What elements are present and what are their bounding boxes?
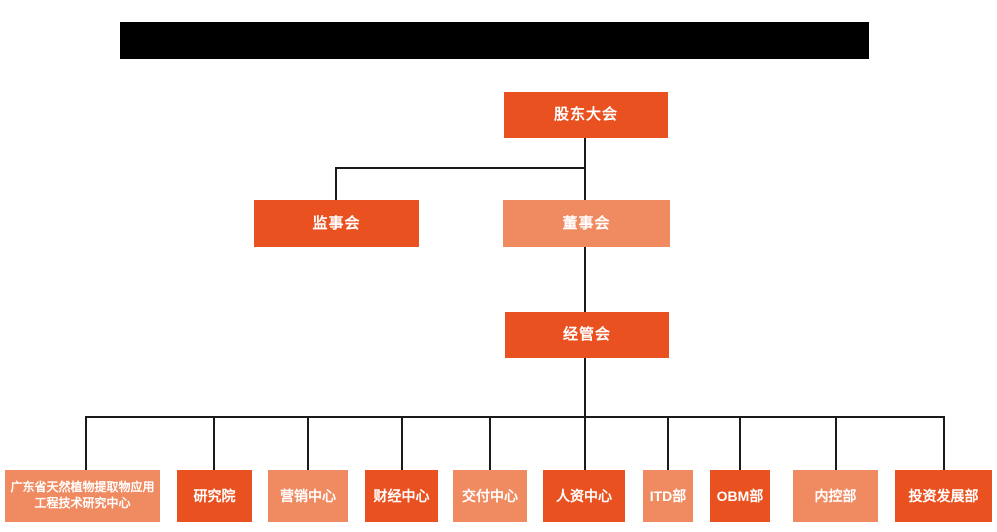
title-redacted-bar — [120, 22, 869, 59]
connector-line — [943, 416, 945, 470]
node-supervisory-board: 监事会 — [254, 200, 419, 247]
node-department-research-center: 广东省天然植物提取物应用工程技术研究中心 — [5, 470, 160, 522]
node-management-committee: 经管会 — [505, 312, 669, 358]
node-department-obm: OBM部 — [710, 470, 770, 522]
connector-line — [401, 416, 403, 470]
connector-line — [584, 138, 586, 169]
connector-line — [667, 416, 669, 470]
node-department-internal-control: 内控部 — [793, 470, 878, 522]
connector-line — [85, 416, 945, 418]
connector-line — [85, 416, 87, 470]
connector-line — [335, 167, 337, 200]
node-department-investment-development: 投资发展部 — [895, 470, 992, 522]
connector-line — [584, 167, 586, 200]
connector-line — [584, 247, 586, 312]
node-department-research-institute: 研究院 — [177, 470, 252, 522]
connector-line — [213, 416, 215, 470]
node-department-marketing-center: 营销中心 — [268, 470, 348, 522]
connector-line — [584, 358, 586, 417]
node-department-itd: ITD部 — [643, 470, 693, 522]
connector-line — [584, 416, 586, 470]
connector-line — [489, 416, 491, 470]
connector-line — [835, 416, 837, 470]
node-department-finance-center: 财经中心 — [365, 470, 438, 522]
node-department-hr-center: 人资中心 — [543, 470, 625, 522]
node-department-delivery-center: 交付中心 — [453, 470, 527, 522]
connector-line — [739, 416, 741, 470]
connector-line — [335, 167, 586, 169]
node-shareholders-meeting: 股东大会 — [504, 92, 668, 138]
node-board-of-directors: 董事会 — [503, 200, 670, 247]
connector-line — [307, 416, 309, 470]
